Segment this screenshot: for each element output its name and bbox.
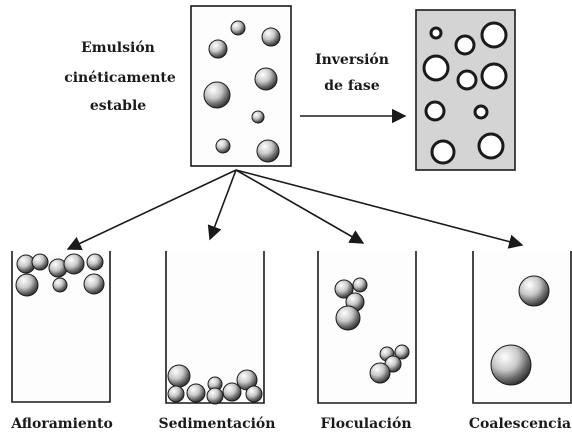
flocculation-panel: Floculación <box>318 251 416 432</box>
sedimentation-panel: Sedimentación <box>159 251 276 432</box>
stable-emulsion-label-line-3: estable <box>90 98 146 114</box>
stable-emulsion-panel <box>191 6 291 166</box>
flocculation-label: Floculación <box>320 416 411 432</box>
stable-emulsion-label-line-1: Emulsión <box>81 40 155 56</box>
coalescence-panel: Coalescencia <box>469 251 571 432</box>
sedimentation-label: Sedimentación <box>159 416 276 432</box>
creaming-label: Afloramiento <box>10 416 113 432</box>
creaming-panel: Afloramiento <box>10 251 113 432</box>
stable-emulsion-label: Emulsión cinéticamente estable <box>64 40 176 114</box>
stable-emulsion-label-line-2: cinéticamente <box>64 70 176 86</box>
mechanism-arrows <box>68 170 522 249</box>
coalescence-label: Coalescencia <box>469 416 571 432</box>
inverted-phase-panel <box>416 10 515 170</box>
creaming-droplets <box>16 254 104 296</box>
phase-inversion-label: Inversión de fase <box>315 52 389 94</box>
arrow-to-coalescence <box>236 170 522 245</box>
phase-inversion-label-line-2: de fase <box>324 78 380 94</box>
arrow-to-flocculation <box>236 170 363 243</box>
phase-inversion-label-line-1: Inversión <box>315 52 389 68</box>
